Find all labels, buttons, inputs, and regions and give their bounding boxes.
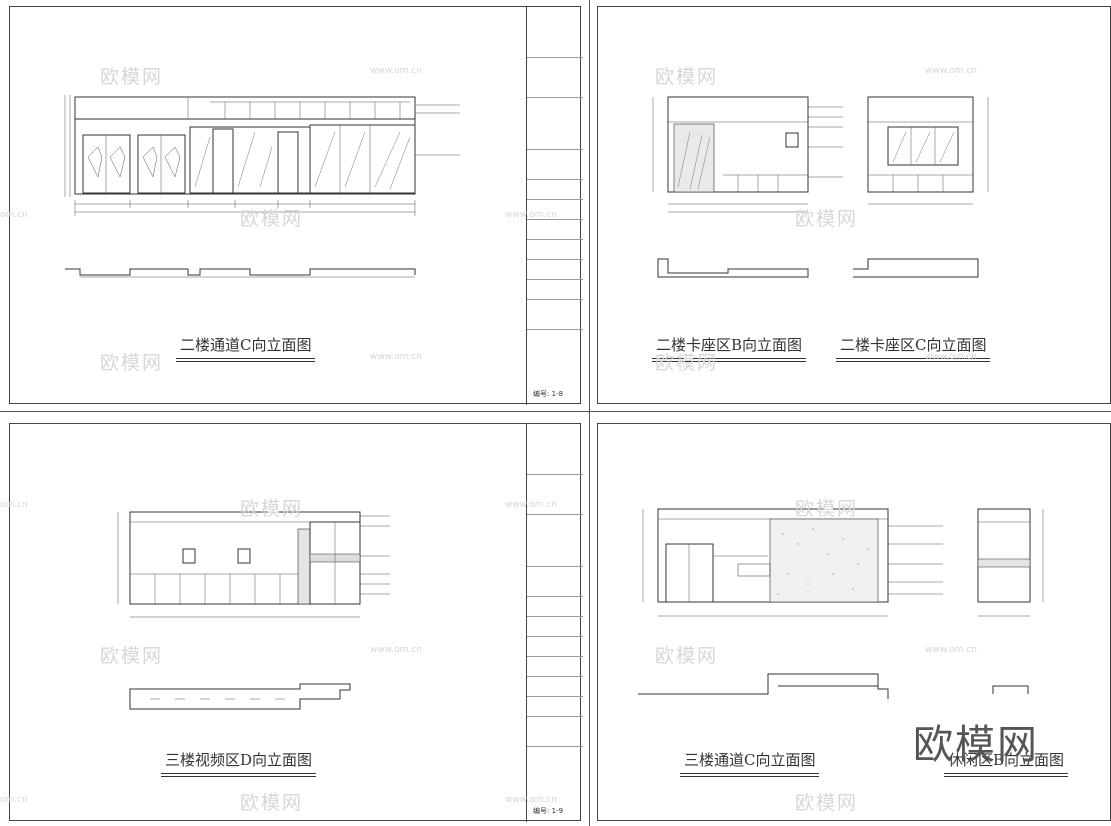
elevation-drawing bbox=[652, 96, 989, 278]
drawing-title-b: 二楼卡座区B向立面图 bbox=[651, 336, 807, 362]
drawing-sheet-1: 编号: 1-8 二楼通道C向 bbox=[9, 6, 583, 405]
title-block: 编号: 1-8 bbox=[526, 7, 583, 405]
brand-logo: 欧模网 bbox=[913, 722, 1039, 768]
drawing-sheet-2: 二楼卡座区B向立面图 二楼卡座区C向立面图 bbox=[597, 6, 1111, 404]
drawing-sheet-3: 编号: 1-9 三楼视频区D向立面图 bbox=[9, 423, 583, 822]
drawing-title: 二楼通道C向立面图 bbox=[175, 336, 316, 362]
horizontal-divider bbox=[0, 411, 1111, 412]
drawing-title-c: 三楼通道C向立面图 bbox=[679, 751, 820, 777]
drawing-title-b: 休闲区B向立面图 bbox=[943, 751, 1069, 777]
drawing-sheet-4: 三楼通道C向立面图 休闲区B向立面图 bbox=[597, 423, 1111, 821]
elevation-drawing bbox=[64, 95, 460, 278]
title-block: 编号: 1-9 bbox=[526, 424, 583, 822]
sheet-number: 编号: 1-9 bbox=[533, 807, 564, 815]
sheet-number: 编号: 1-8 bbox=[533, 390, 564, 398]
vertical-divider bbox=[589, 0, 590, 826]
drawing-title-c: 二楼卡座区C向立面图 bbox=[835, 336, 991, 362]
elevation-drawing bbox=[638, 508, 1044, 699]
drawing-title: 三楼视频区D向立面图 bbox=[160, 751, 317, 777]
elevation-drawing bbox=[117, 511, 390, 710]
